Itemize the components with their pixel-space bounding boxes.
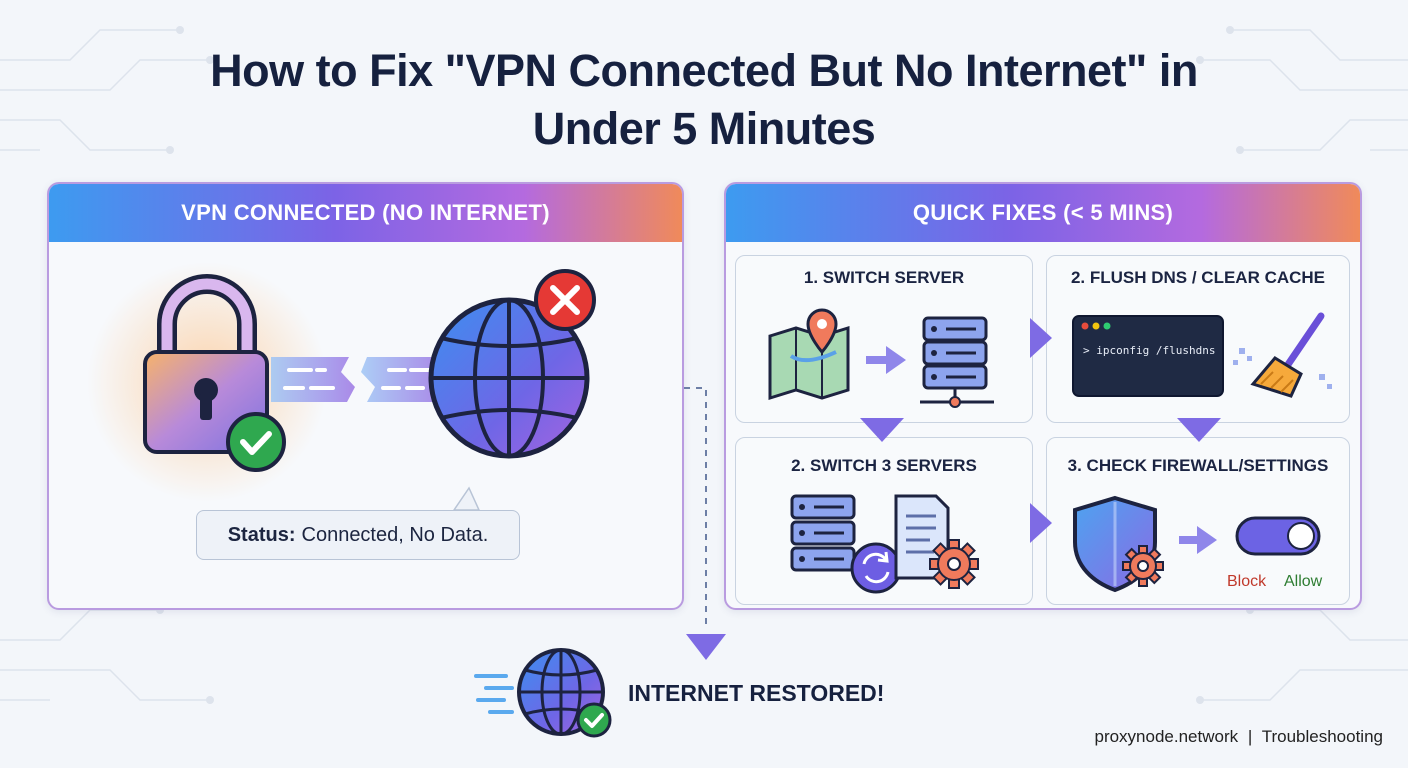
step-2-illustration [1072, 312, 1332, 398]
server-icon [790, 494, 856, 572]
step-1-illustration [768, 308, 994, 408]
step-flush-dns: 2. FLUSH DNS / CLEAR CACHE > ipconfig /f… [1046, 255, 1350, 423]
step-switch-3-servers: 2. SWITCH 3 SERVERS [735, 437, 1033, 605]
error-badge-icon [534, 269, 596, 331]
footer-separator: | [1247, 727, 1253, 746]
terminal-command: > ipconfig /flushdns [1083, 344, 1216, 357]
footer-brand: proxynode.network [1094, 727, 1239, 746]
fixes-panel: QUICK FIXES (< 5 MINS) 1. SWITCH SERVER [724, 182, 1362, 610]
step-4-illustration [1073, 495, 1321, 593]
step-check-firewall: 3. CHECK FIREWALL/SETTINGS [1046, 437, 1350, 605]
footer-section: Troubleshooting [1261, 727, 1383, 746]
fixes-panel-header: QUICK FIXES (< 5 MINS) [726, 184, 1360, 242]
gear-icon [929, 539, 979, 589]
broom-icon [1233, 312, 1332, 398]
terminal-icon [1072, 315, 1224, 397]
step-title: 2. SWITCH 3 SERVERS [791, 456, 977, 475]
toggle-on-label: Allow [1284, 573, 1323, 590]
footer: proxynode.network | Troubleshooting [1094, 727, 1383, 747]
document-icon [894, 494, 950, 580]
status-value: Connected, No Data. [301, 523, 489, 546]
step-title: 2. FLUSH DNS / CLEAR CACHE [1070, 268, 1326, 287]
problem-panel: VPN CONNECTED (NO INTERNET) [47, 182, 684, 610]
step-switch-server: 1. SWITCH SERVER [735, 255, 1033, 423]
problem-panel-header: VPN CONNECTED (NO INTERNET) [49, 184, 682, 242]
gear-icon [1122, 545, 1164, 587]
page-title: How to Fix "VPN Connected But No Interne… [210, 45, 1198, 154]
problem-illustration [87, 262, 596, 511]
map-pin-icon [768, 308, 850, 401]
server-icon [920, 316, 994, 408]
globe-icon [428, 297, 590, 459]
step-title: 3. CHECK FIREWALL/SETTINGS [1067, 456, 1329, 475]
check-badge-icon [226, 412, 286, 472]
step-title: 1. SWITCH SERVER [803, 268, 965, 287]
refresh-icon [850, 542, 902, 594]
step-3-illustration [790, 494, 979, 594]
toggle-icon [1235, 516, 1321, 556]
result-label: INTERNET RESTORED! [628, 680, 885, 706]
status-label: Status: [227, 523, 296, 546]
status-bubble: Status: Connected, No Data. [196, 510, 520, 560]
toggle-off-label: Block [1227, 573, 1267, 590]
broken-connection [271, 357, 441, 402]
